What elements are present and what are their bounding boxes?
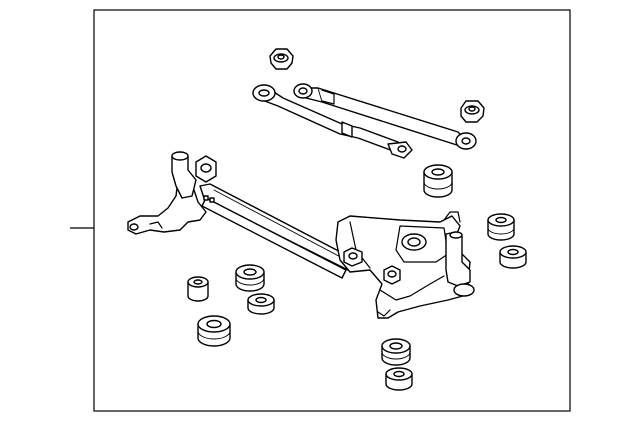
link-rod-lower xyxy=(252,84,413,159)
bushing-f xyxy=(247,293,275,315)
bushing-e xyxy=(235,264,265,292)
bushing-c xyxy=(499,245,527,269)
bushing-b xyxy=(487,213,515,241)
diagram-frame-border xyxy=(93,9,571,412)
bushing-h xyxy=(381,338,411,366)
bushing-a xyxy=(423,164,453,198)
bushing-g xyxy=(197,315,231,347)
link-rod-upper xyxy=(293,83,477,150)
pivot-nut-top xyxy=(269,48,294,70)
bushing-i xyxy=(385,367,413,391)
wiper-linkage-frame xyxy=(127,151,475,319)
pivot-nut-right xyxy=(460,100,485,123)
bushing-d xyxy=(187,276,209,302)
